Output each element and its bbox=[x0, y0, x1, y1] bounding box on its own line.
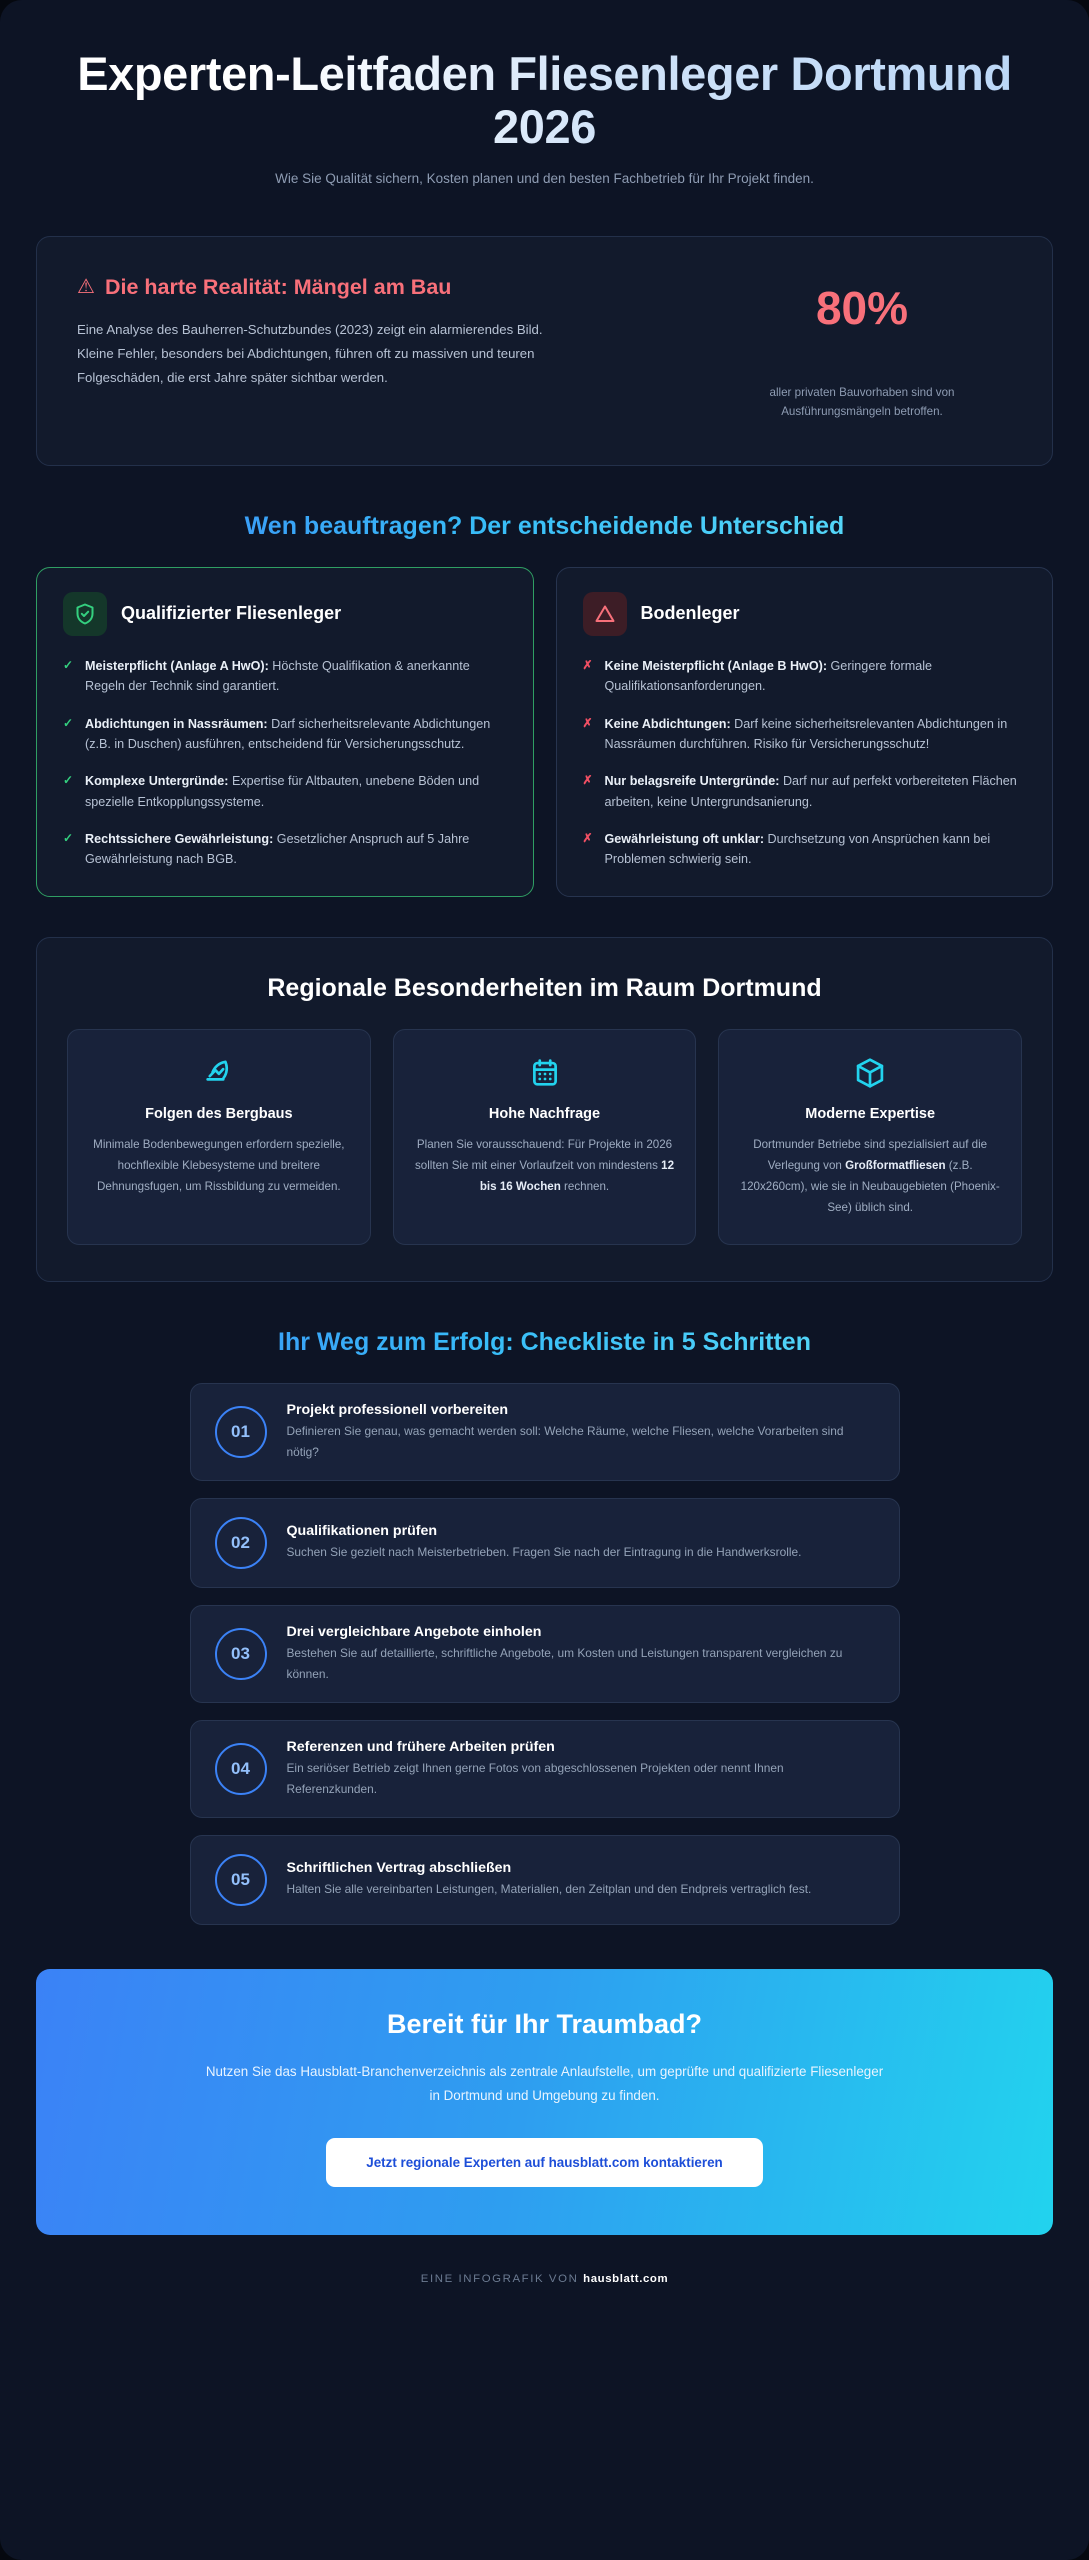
statistics-heading-row: ⚠ Die harte Realität: Mängel am Bau bbox=[77, 275, 682, 300]
header: Experten-Leitfaden Fliesenleger Dortmund… bbox=[0, 0, 1089, 198]
step-content: Projekt professionell vorbereiten Defini… bbox=[287, 1402, 875, 1462]
calendar-icon bbox=[414, 1056, 676, 1090]
cta-banner: Bereit für Ihr Traumbad? Nutzen Sie das … bbox=[36, 1969, 1053, 2235]
check-icon: ✓ bbox=[63, 657, 74, 672]
list-item: 02 Qualifikationen prüfen Suchen Sie gez… bbox=[189, 1498, 900, 1589]
regional-card-grid: Folgen des Bergbaus Minimale Bodenbewegu… bbox=[67, 1028, 1023, 1246]
pickaxe-mining-icon bbox=[88, 1056, 350, 1090]
list-item: ✗ Gewährleistung oft unklar: Durchsetzun… bbox=[583, 829, 1027, 870]
comparison-section: Qualifizierter Fliesenleger ✓ Meisterpfl… bbox=[36, 566, 1053, 897]
statistics-body: Eine Analyse des Bauherren-Schutzbundes … bbox=[77, 321, 543, 386]
regional-card-body: Minimale Bodenbewegungen erfordern spezi… bbox=[93, 1137, 345, 1194]
step-description: Bestehen Sie auf detaillierte, schriftli… bbox=[286, 1646, 843, 1681]
regional-card-bergbau: Folgen des Bergbaus Minimale Bodenbewegu… bbox=[67, 1028, 371, 1246]
cta-text: Nutzen Sie das Hausblatt-Branchenverzeic… bbox=[205, 2064, 884, 2103]
comparison-card-bodenleger: Bodenleger ✗ Keine Meisterpflicht (Anlag… bbox=[555, 566, 1053, 897]
step-content: Drei vergleichbare Angebote einholen Bes… bbox=[287, 1624, 875, 1684]
comparison-heading: Wen beauftragen? Der entscheidende Unter… bbox=[0, 512, 1089, 541]
comparison-good-list: ✓ Meisterpflicht (Anlage A HwO): Höchste… bbox=[63, 656, 507, 870]
step-content: Qualifikationen prüfen Suchen Sie geziel… bbox=[287, 1523, 802, 1562]
regional-card-body: Planen Sie vorausschauend: Für Projekte … bbox=[414, 1137, 675, 1194]
footer-prefix: EINE INFOGRAFIK VON bbox=[420, 2272, 584, 2285]
regional-card-body: Dortmunder Betriebe sind spezialisiert a… bbox=[740, 1137, 1000, 1215]
comparison-card-title: Bodenleger bbox=[640, 603, 740, 624]
step-number-badge: 05 bbox=[214, 1854, 267, 1907]
cta-title: Bereit für Ihr Traumbad? bbox=[386, 2009, 703, 2040]
statistic-caption: aller privaten Bauvorhaben sind von Ausf… bbox=[769, 385, 955, 418]
cross-icon: ✗ bbox=[582, 831, 593, 846]
cross-icon: ✗ bbox=[582, 657, 593, 672]
regional-card-expertise: Moderne Expertise Dortmunder Betriebe si… bbox=[718, 1028, 1023, 1246]
cross-icon: ✗ bbox=[582, 773, 593, 788]
alert-triangle-icon bbox=[582, 591, 627, 636]
list-item-text: Keine Abdichtungen: Darf keine sicherhei… bbox=[604, 716, 1008, 751]
step-description: Suchen Sie gezielt nach Meisterbetrieben… bbox=[286, 1545, 802, 1560]
page-subtitle: Wie Sie Qualität sichern, Kosten planen … bbox=[275, 171, 814, 187]
list-item-text: Rechtssichere Gewährleistung: Gesetzlich… bbox=[85, 832, 470, 867]
step-number-badge: 03 bbox=[214, 1628, 267, 1681]
list-item-text: Komplexe Untergründe: Expertise für Altb… bbox=[85, 774, 480, 809]
list-item-text: Abdichtungen in Nassräumen: Darf sicherh… bbox=[85, 716, 491, 751]
step-title: Projekt professionell vorbereiten bbox=[286, 1402, 509, 1419]
check-icon: ✓ bbox=[63, 715, 74, 730]
step-content: Schriftlichen Vertrag abschließen Halten… bbox=[287, 1860, 812, 1899]
comparison-card-title: Qualifizierter Fliesenleger bbox=[121, 603, 342, 624]
statistics-panel: ⚠ Die harte Realität: Mängel am Bau Eine… bbox=[36, 235, 1053, 466]
step-title: Qualifikationen prüfen bbox=[286, 1523, 438, 1540]
comparison-card-header: Bodenleger bbox=[582, 591, 1027, 636]
check-icon: ✓ bbox=[63, 773, 74, 788]
cross-icon: ✗ bbox=[582, 715, 593, 730]
list-item-text: Meisterpflicht (Anlage A HwO): Höchste Q… bbox=[85, 658, 470, 694]
page-title: Experten-Leitfaden Fliesenleger Dortmund… bbox=[40, 47, 1049, 153]
list-item-text: Keine Meisterpflicht (Anlage B HwO): Ger… bbox=[604, 658, 933, 694]
list-item: 04 Referenzen und frühere Arbeiten prüfe… bbox=[189, 1720, 900, 1819]
step-title: Drei vergleichbare Angebote einholen bbox=[286, 1624, 542, 1641]
checklist-steps: 01 Projekt professionell vorbereiten Def… bbox=[36, 1383, 1053, 1926]
statistic-value: 80% bbox=[815, 281, 909, 334]
step-description: Halten Sie alle vereinbarten Leistungen,… bbox=[286, 1882, 812, 1897]
regional-heading: Regionale Besonderheiten im Raum Dortmun… bbox=[267, 973, 822, 1002]
step-number-badge: 02 bbox=[214, 1517, 267, 1570]
comparison-card-header: Qualifizierter Fliesenleger bbox=[63, 591, 507, 636]
comparison-bad-list: ✗ Keine Meisterpflicht (Anlage B HwO): G… bbox=[583, 656, 1027, 870]
regional-panel: Regionale Besonderheiten im Raum Dortmun… bbox=[36, 936, 1053, 1283]
list-item: ✓ Abdichtungen in Nassräumen: Darf siche… bbox=[63, 714, 507, 755]
list-item: ✗ Keine Meisterpflicht (Anlage B HwO): G… bbox=[583, 656, 1027, 697]
list-item: 01 Projekt professionell vorbereiten Def… bbox=[189, 1383, 900, 1482]
list-item: ✗ Nur belagsreife Untergründe: Darf nur … bbox=[583, 771, 1027, 812]
regional-card-title: Moderne Expertise bbox=[805, 1105, 936, 1122]
list-item: 03 Drei vergleichbare Angebote einholen … bbox=[189, 1605, 900, 1704]
step-title: Referenzen und frühere Arbeiten prüfen bbox=[286, 1739, 555, 1756]
checklist-heading: Ihr Weg zum Erfolg: Checkliste in 5 Schr… bbox=[0, 1328, 1089, 1357]
regional-card-nachfrage: Hohe Nachfrage Planen Sie vorausschauend… bbox=[392, 1028, 697, 1246]
comparison-card-qualified: Qualifizierter Fliesenleger ✓ Meisterpfl… bbox=[36, 566, 534, 897]
box-3d-icon bbox=[739, 1056, 1001, 1090]
footer: EINE INFOGRAFIK VON hausblatt.com bbox=[0, 2235, 1089, 2315]
statistics-title: Die harte Realität: Mängel am Bau bbox=[104, 274, 452, 299]
list-item-text: Nur belagsreife Untergründe: Darf nur au… bbox=[604, 774, 1017, 809]
list-item: ✓ Meisterpflicht (Anlage A HwO): Höchste… bbox=[63, 656, 507, 697]
regional-card-title: Hohe Nachfrage bbox=[488, 1105, 601, 1122]
list-item: ✗ Keine Abdichtungen: Darf keine sicherh… bbox=[583, 714, 1027, 755]
step-number-badge: 04 bbox=[214, 1743, 267, 1796]
footer-brand: hausblatt.com bbox=[583, 2272, 669, 2285]
warning-triangle-icon: ⚠ bbox=[77, 276, 95, 298]
step-title: Schriftlichen Vertrag abschließen bbox=[286, 1860, 512, 1877]
check-icon: ✓ bbox=[63, 831, 74, 846]
step-content: Referenzen und frühere Arbeiten prüfen E… bbox=[287, 1739, 875, 1799]
step-number-badge: 01 bbox=[214, 1406, 267, 1459]
contact-experts-button[interactable]: Jetzt regionale Experten auf hausblatt.c… bbox=[326, 2137, 763, 2187]
statistics-figure-column: 80% aller privaten Bauvorhaben sind von … bbox=[712, 275, 1012, 421]
step-description: Definieren Sie genau, was gemacht werden… bbox=[286, 1424, 844, 1459]
step-description: Ein seriöser Betrieb zeigt Ihnen gerne F… bbox=[286, 1761, 784, 1796]
list-item: 05 Schriftlichen Vertrag abschließen Hal… bbox=[189, 1835, 900, 1926]
statistics-text-column: ⚠ Die harte Realität: Mängel am Bau Eine… bbox=[77, 275, 682, 391]
list-item: ✓ Rechtssichere Gewährleistung: Gesetzli… bbox=[63, 829, 507, 870]
regional-card-title: Folgen des Bergbaus bbox=[145, 1105, 293, 1122]
shield-check-icon bbox=[63, 591, 107, 636]
list-item-text: Gewährleistung oft unklar: Durchsetzung … bbox=[604, 832, 991, 867]
list-item: ✓ Komplexe Untergründe: Expertise für Al… bbox=[63, 771, 507, 812]
